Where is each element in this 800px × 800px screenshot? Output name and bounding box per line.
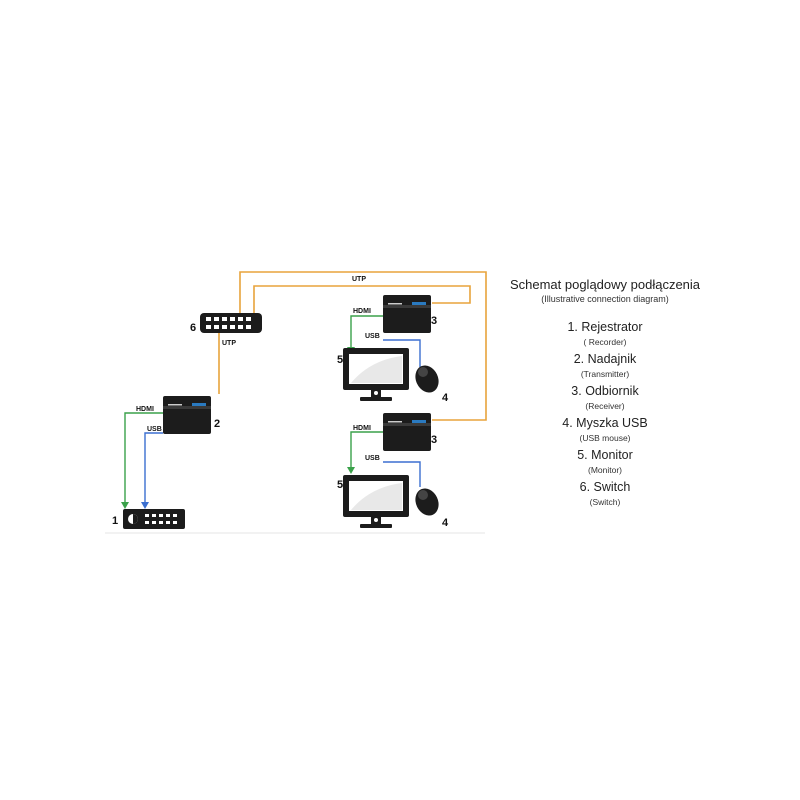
label-hdmi-rx2: HDMI [353, 425, 371, 432]
label-utp-switch: UTP [222, 340, 236, 347]
label-utp-top: UTP [352, 276, 366, 283]
legend-item: 3. Odbiornik (Receiver) [490, 383, 720, 412]
utp-cable-inner [253, 285, 471, 313]
legend-item-en: (USB mouse) [579, 433, 631, 443]
recorder-device [123, 509, 185, 529]
hdmi-cables [124, 315, 383, 505]
legend-item-pl: 4. Myszka USB [562, 416, 648, 430]
number-mouse-b: 4 [442, 517, 449, 529]
legend-item-en: (Monitor) [587, 465, 622, 475]
legend-subtitle: (Illustrative connection diagram) [541, 294, 669, 304]
usb-cable-rx2 [383, 461, 421, 487]
switch-device [200, 313, 262, 333]
legend: Schemat poglądowy podłączenia (Illustrat… [490, 276, 720, 511]
legend-item-pl: 1. Rejestrator [567, 320, 643, 334]
legend-item-en: (Transmitter) [580, 369, 630, 379]
legend-item-pl: 3. Odbiornik [571, 384, 639, 398]
legend-item: 6. Switch (Switch) [490, 479, 720, 508]
legend-item: 1. Rejestrator ( Recorder) [490, 319, 720, 348]
legend-title: Schemat poglądowy podłączenia [509, 277, 701, 292]
label-usb-rx2: USB [365, 455, 380, 462]
monitor-device-b [343, 475, 409, 528]
utp-cables [218, 271, 487, 421]
utp-cable-outer [239, 271, 487, 421]
usb-cable-rx1 [383, 339, 421, 367]
label-usb-tx: USB [147, 426, 162, 433]
number-monitor-a: 5 [337, 354, 343, 366]
legend-item-pl: 5. Monitor [577, 448, 633, 462]
number-receiver-a: 3 [431, 315, 437, 327]
number-switch: 6 [190, 322, 196, 334]
legend-item-en: (Receiver) [585, 401, 625, 411]
legend-item: 4. Myszka USB (USB mouse) [490, 415, 720, 444]
number-transmitter: 2 [214, 418, 220, 430]
legend-item-pl: 6. Switch [579, 480, 631, 494]
number-monitor-b: 5 [337, 479, 343, 491]
transmitter-device [163, 396, 211, 434]
usb-arrows [141, 502, 149, 509]
label-usb-rx1: USB [365, 333, 380, 340]
legend-item-en: ( Recorder) [583, 337, 627, 347]
legend-item: 2. Nadajnik (Transmitter) [490, 351, 720, 380]
legend-item-en: (Switch) [589, 497, 621, 507]
legend-item-pl: 2. Nadajnik [573, 352, 637, 366]
label-hdmi-rx1: HDMI [353, 308, 371, 315]
mouse-device-a [415, 365, 439, 393]
receiver-device-b [383, 413, 431, 451]
receiver-device-a [383, 295, 431, 333]
number-recorder: 1 [112, 515, 118, 527]
mouse-device-b [415, 488, 439, 516]
label-hdmi-tx: HDMI [136, 406, 154, 413]
hdmi-cable-tx [124, 412, 163, 505]
legend-item: 5. Monitor (Monitor) [490, 447, 720, 476]
hdmi-cable-rx2 [350, 431, 383, 470]
usb-cables [144, 339, 421, 505]
monitor-device-a [343, 348, 409, 401]
number-mouse-a: 4 [442, 392, 449, 404]
usb-cable-tx [144, 432, 163, 505]
hdmi-cable-rx1 [350, 315, 383, 350]
number-receiver-b: 3 [431, 434, 437, 446]
